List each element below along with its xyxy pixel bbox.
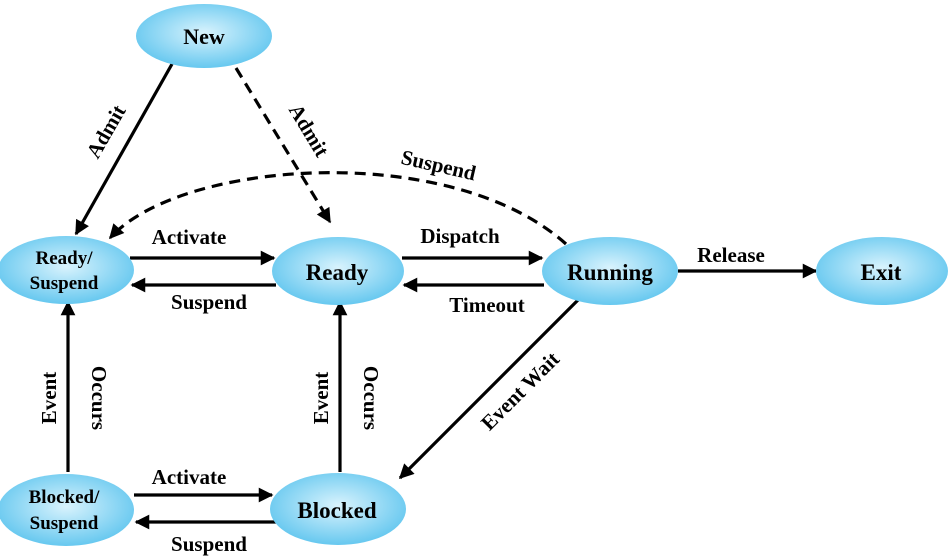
label-event-occurs-word2: Occurs <box>359 366 383 430</box>
state-ready-suspend: Ready/ Suspend <box>0 236 134 304</box>
state-blocked-suspend-label-line2: Suspend <box>30 513 99 534</box>
label-event-occurs-suspend-word2: Occurs <box>87 366 111 430</box>
label-timeout: Timeout <box>449 293 524 317</box>
state-ready-suspend-label-line2: Suspend <box>30 273 99 294</box>
state-ready-label: Ready <box>306 260 369 285</box>
label-event-wait: Event Wait <box>476 347 564 435</box>
state-blocked-suspend: Blocked/ Suspend <box>0 474 134 546</box>
state-ready-suspend-label-line1: Ready/ <box>36 248 94 269</box>
label-activate-blocked: Activate <box>152 465 227 489</box>
label-event-occurs-word1: Event <box>309 372 333 425</box>
label-event-occurs-suspend-word1: Event <box>37 372 61 425</box>
label-admit-ready: Admit <box>284 100 334 161</box>
state-blocked-label: Blocked <box>297 498 376 523</box>
state-blocked-suspend-label-line1: Blocked/ <box>29 487 100 508</box>
label-suspend-ready: Suspend <box>171 290 247 314</box>
state-new: New <box>136 4 272 68</box>
edge-suspend-running-ready-suspend <box>108 171 568 246</box>
label-suspend-blocked: Suspend <box>171 532 247 556</box>
state-blocked: Blocked <box>270 473 406 545</box>
edge-admit-ready-suspend <box>74 63 174 236</box>
state-ready: Ready <box>272 237 404 305</box>
state-new-label: New <box>183 24 225 49</box>
edge-admit-ready <box>234 67 332 224</box>
state-running-label: Running <box>567 260 653 285</box>
label-release: Release <box>697 243 765 267</box>
edge-event-wait <box>398 298 580 480</box>
state-running: Running <box>542 237 678 305</box>
state-exit-label: Exit <box>861 260 902 285</box>
label-dispatch: Dispatch <box>420 224 500 248</box>
label-activate-ready: Activate <box>152 225 227 249</box>
state-exit: Exit <box>816 237 948 305</box>
